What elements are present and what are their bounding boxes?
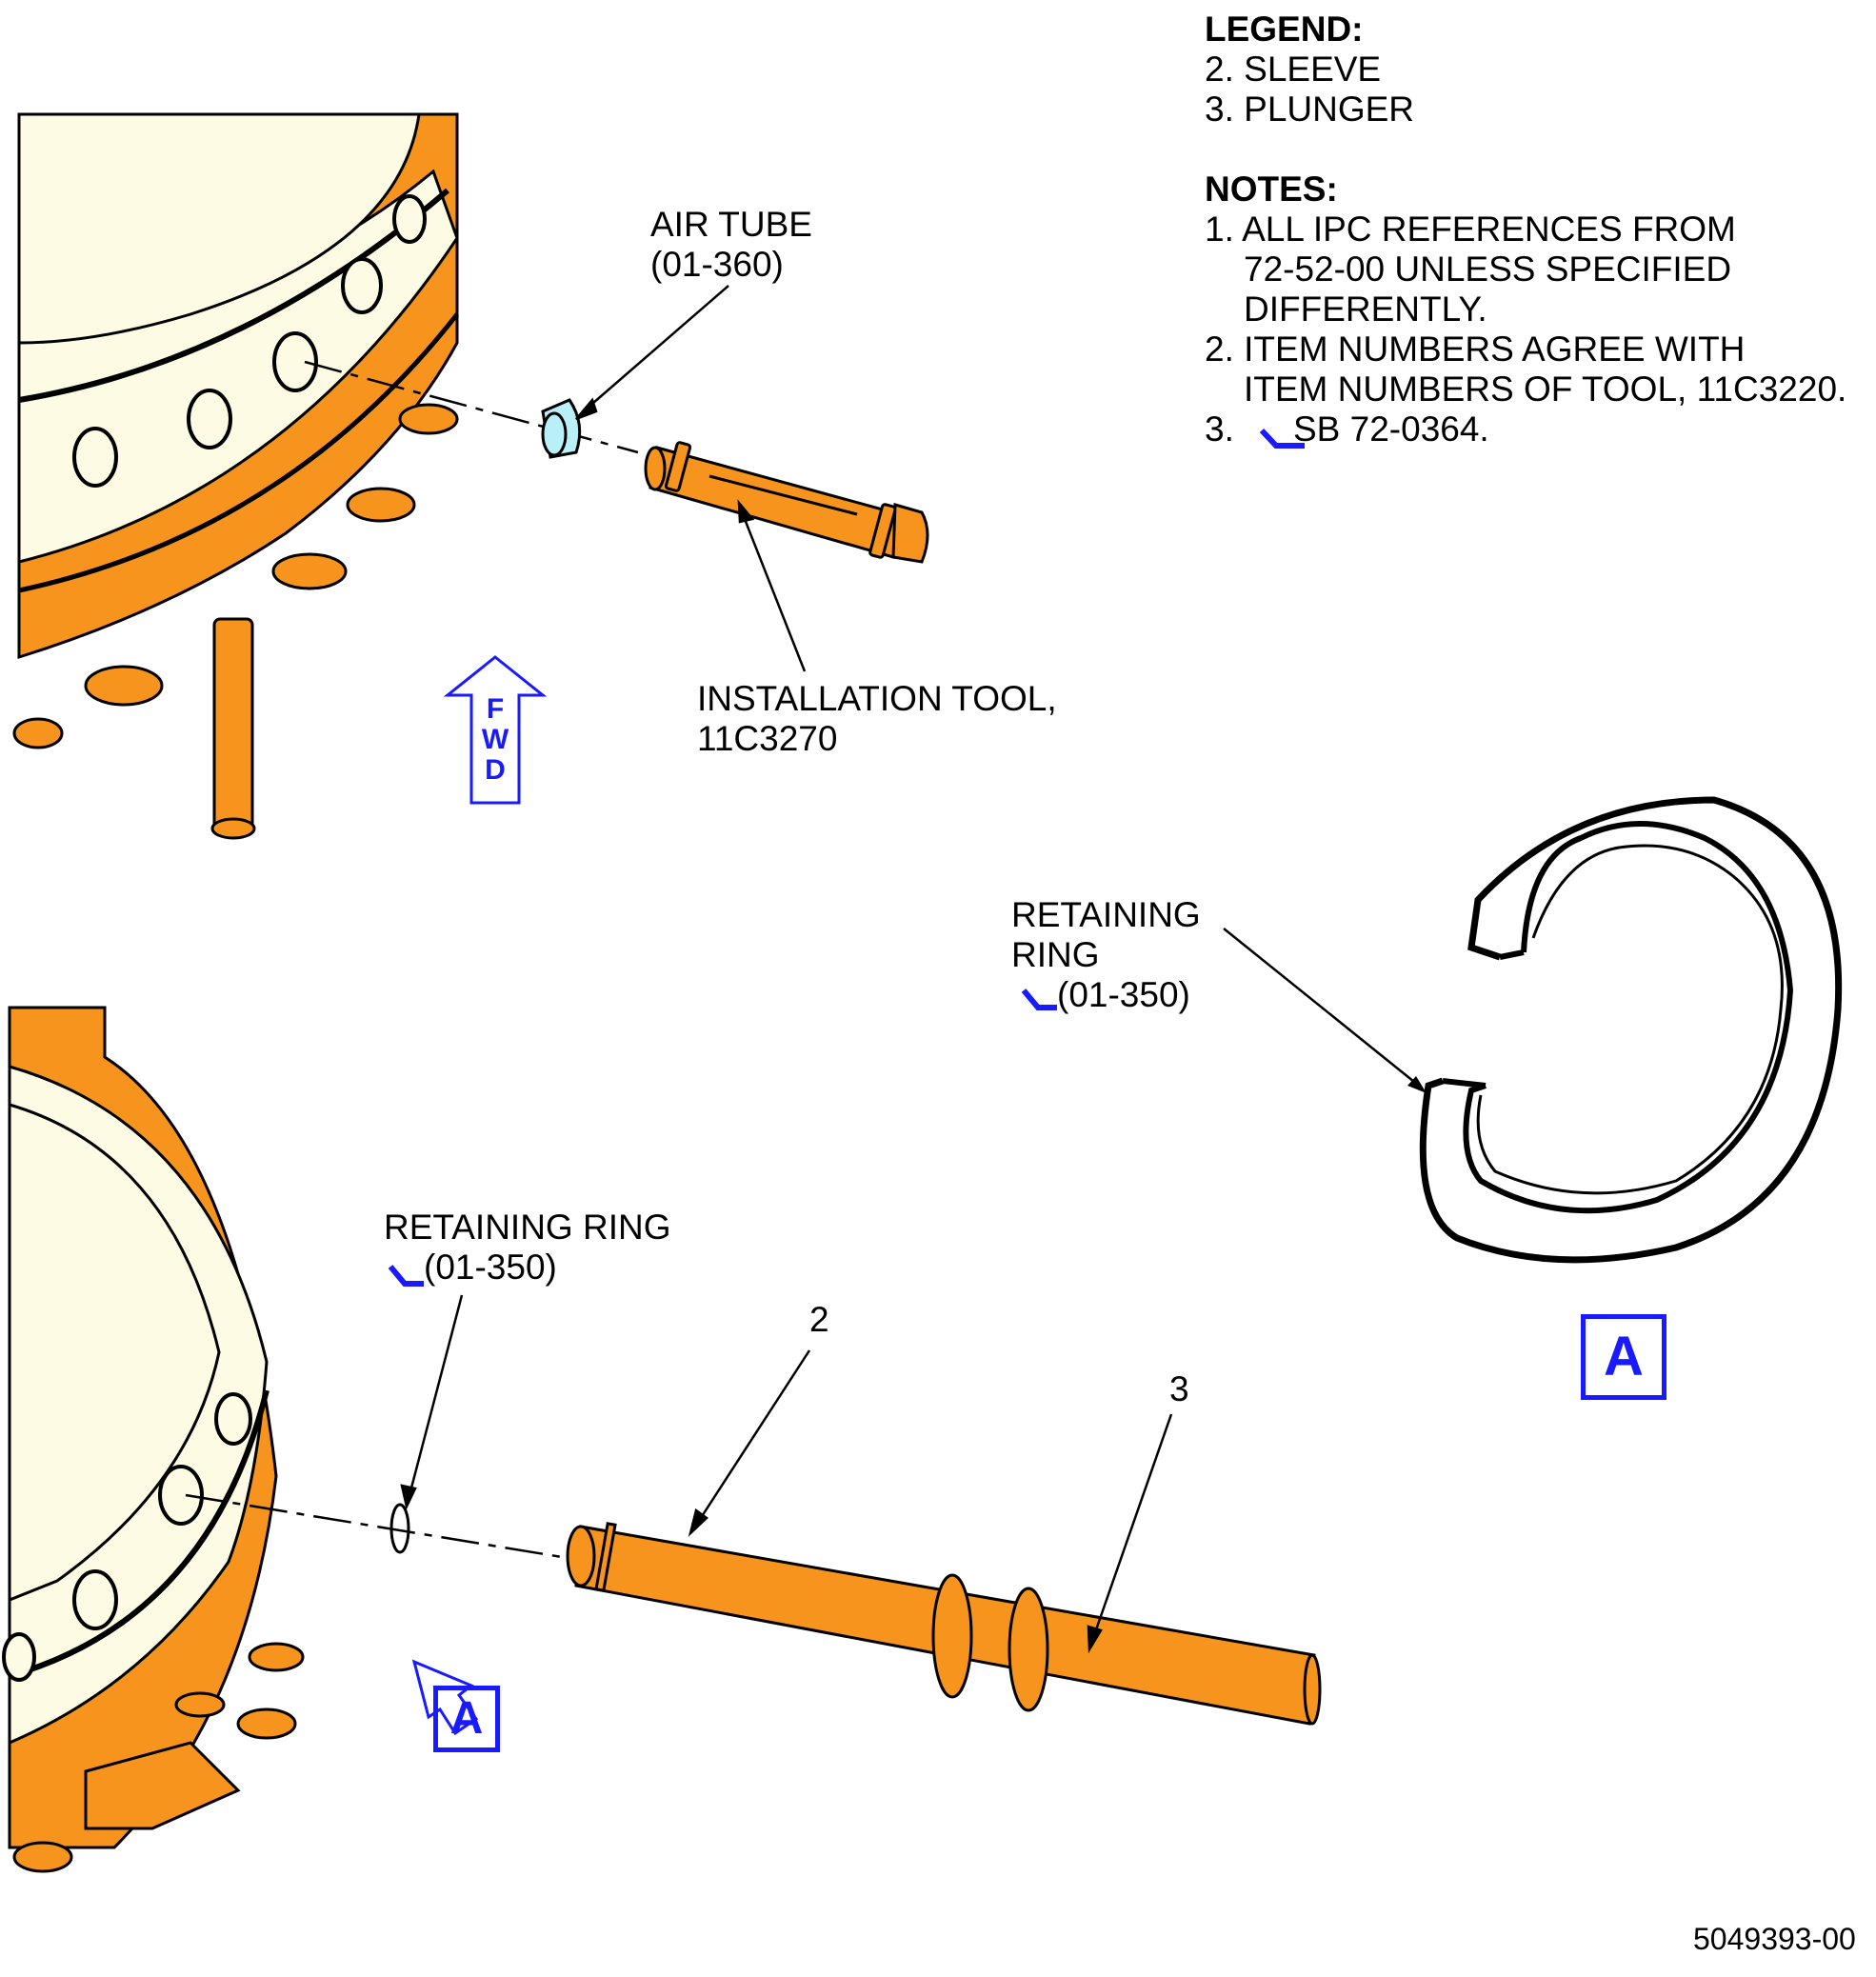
note-1-line-3: DIFFERENTLY. (1244, 290, 1487, 329)
fwd-letter-d: D (485, 754, 506, 786)
installation-tool-part (644, 441, 929, 564)
air-tube-part (541, 398, 582, 459)
item-2-callout: 2 (809, 1300, 829, 1339)
fwd-letter-w: W (481, 724, 509, 755)
ref-mark-ring-left (388, 1265, 424, 1287)
lower-ports (2, 1392, 252, 1682)
upper-support-legs (12, 403, 459, 840)
view-a-box-detail: A (1581, 1314, 1666, 1400)
retaining-ring-right-label-3: (01-350) (1057, 975, 1190, 1014)
retaining-ring-right-label-1: RETAINING (1011, 895, 1201, 934)
retaining-ring-left-label-1: RETAINING RING (384, 1208, 671, 1247)
upper-centerline (304, 360, 639, 454)
legend-item-plunger: 3. PLUNGER (1205, 90, 1415, 129)
air-tube-label-2: (01-360) (650, 245, 784, 284)
lower-leader-lines (400, 1294, 1173, 1654)
installation-tool-label-2: 11C3270 (697, 719, 838, 758)
item-3-callout: 3 (1169, 1369, 1189, 1408)
upper-ports (72, 194, 427, 488)
retaining-ring-small (389, 1503, 410, 1554)
lower-inner-liner (8, 1102, 221, 1603)
lower-engine-assembly (2, 1006, 305, 1873)
installation-tool-label-1: INSTALLATION TOOL, (697, 679, 1057, 718)
upper-leader-lines (575, 285, 807, 672)
sleeve-plunger-part (566, 1522, 1322, 1726)
note-3-text: SB 72-0364. (1293, 409, 1489, 449)
retaining-ring-detail (1419, 796, 1843, 1264)
note-2-line-2: ITEM NUMBERS OF TOOL, 11C3220. (1244, 369, 1847, 409)
retaining-ring-detail-lobes (1476, 844, 1784, 1195)
ref-mark-note3 (1259, 428, 1305, 449)
fwd-letter-f: F (486, 693, 505, 725)
legend-title: LEGEND: (1205, 10, 1364, 49)
view-a-box-lower: A (433, 1686, 500, 1752)
upper-engine-assembly (12, 112, 459, 840)
ref-mark-ring-right (1021, 988, 1057, 1010)
note-1-line-1: 1. ALL IPC REFERENCES FROM (1205, 210, 1736, 249)
note-1-line-2: 72-52-00 UNLESS SPECIFIED (1244, 250, 1732, 289)
legend-item-sleeve: 2. SLEEVE (1205, 50, 1382, 89)
retaining-ring-right-label-2: RING (1011, 935, 1100, 974)
note-2-line-1: 2. ITEM NUMBERS AGREE WITH (1205, 330, 1746, 369)
drawing-number: 5049393-00 (1693, 1922, 1856, 1956)
retaining-ring-left-label-2: (01-350) (424, 1248, 557, 1287)
fwd-arrow (443, 655, 548, 805)
lower-support-legs (12, 1642, 305, 1873)
detail-a-leader (1223, 928, 1420, 1087)
upper-inner-liner (17, 112, 421, 345)
notes-title: NOTES: (1205, 170, 1338, 209)
note-3-prefix: 3. (1205, 409, 1234, 449)
air-tube-label-1: AIR TUBE (650, 205, 812, 244)
